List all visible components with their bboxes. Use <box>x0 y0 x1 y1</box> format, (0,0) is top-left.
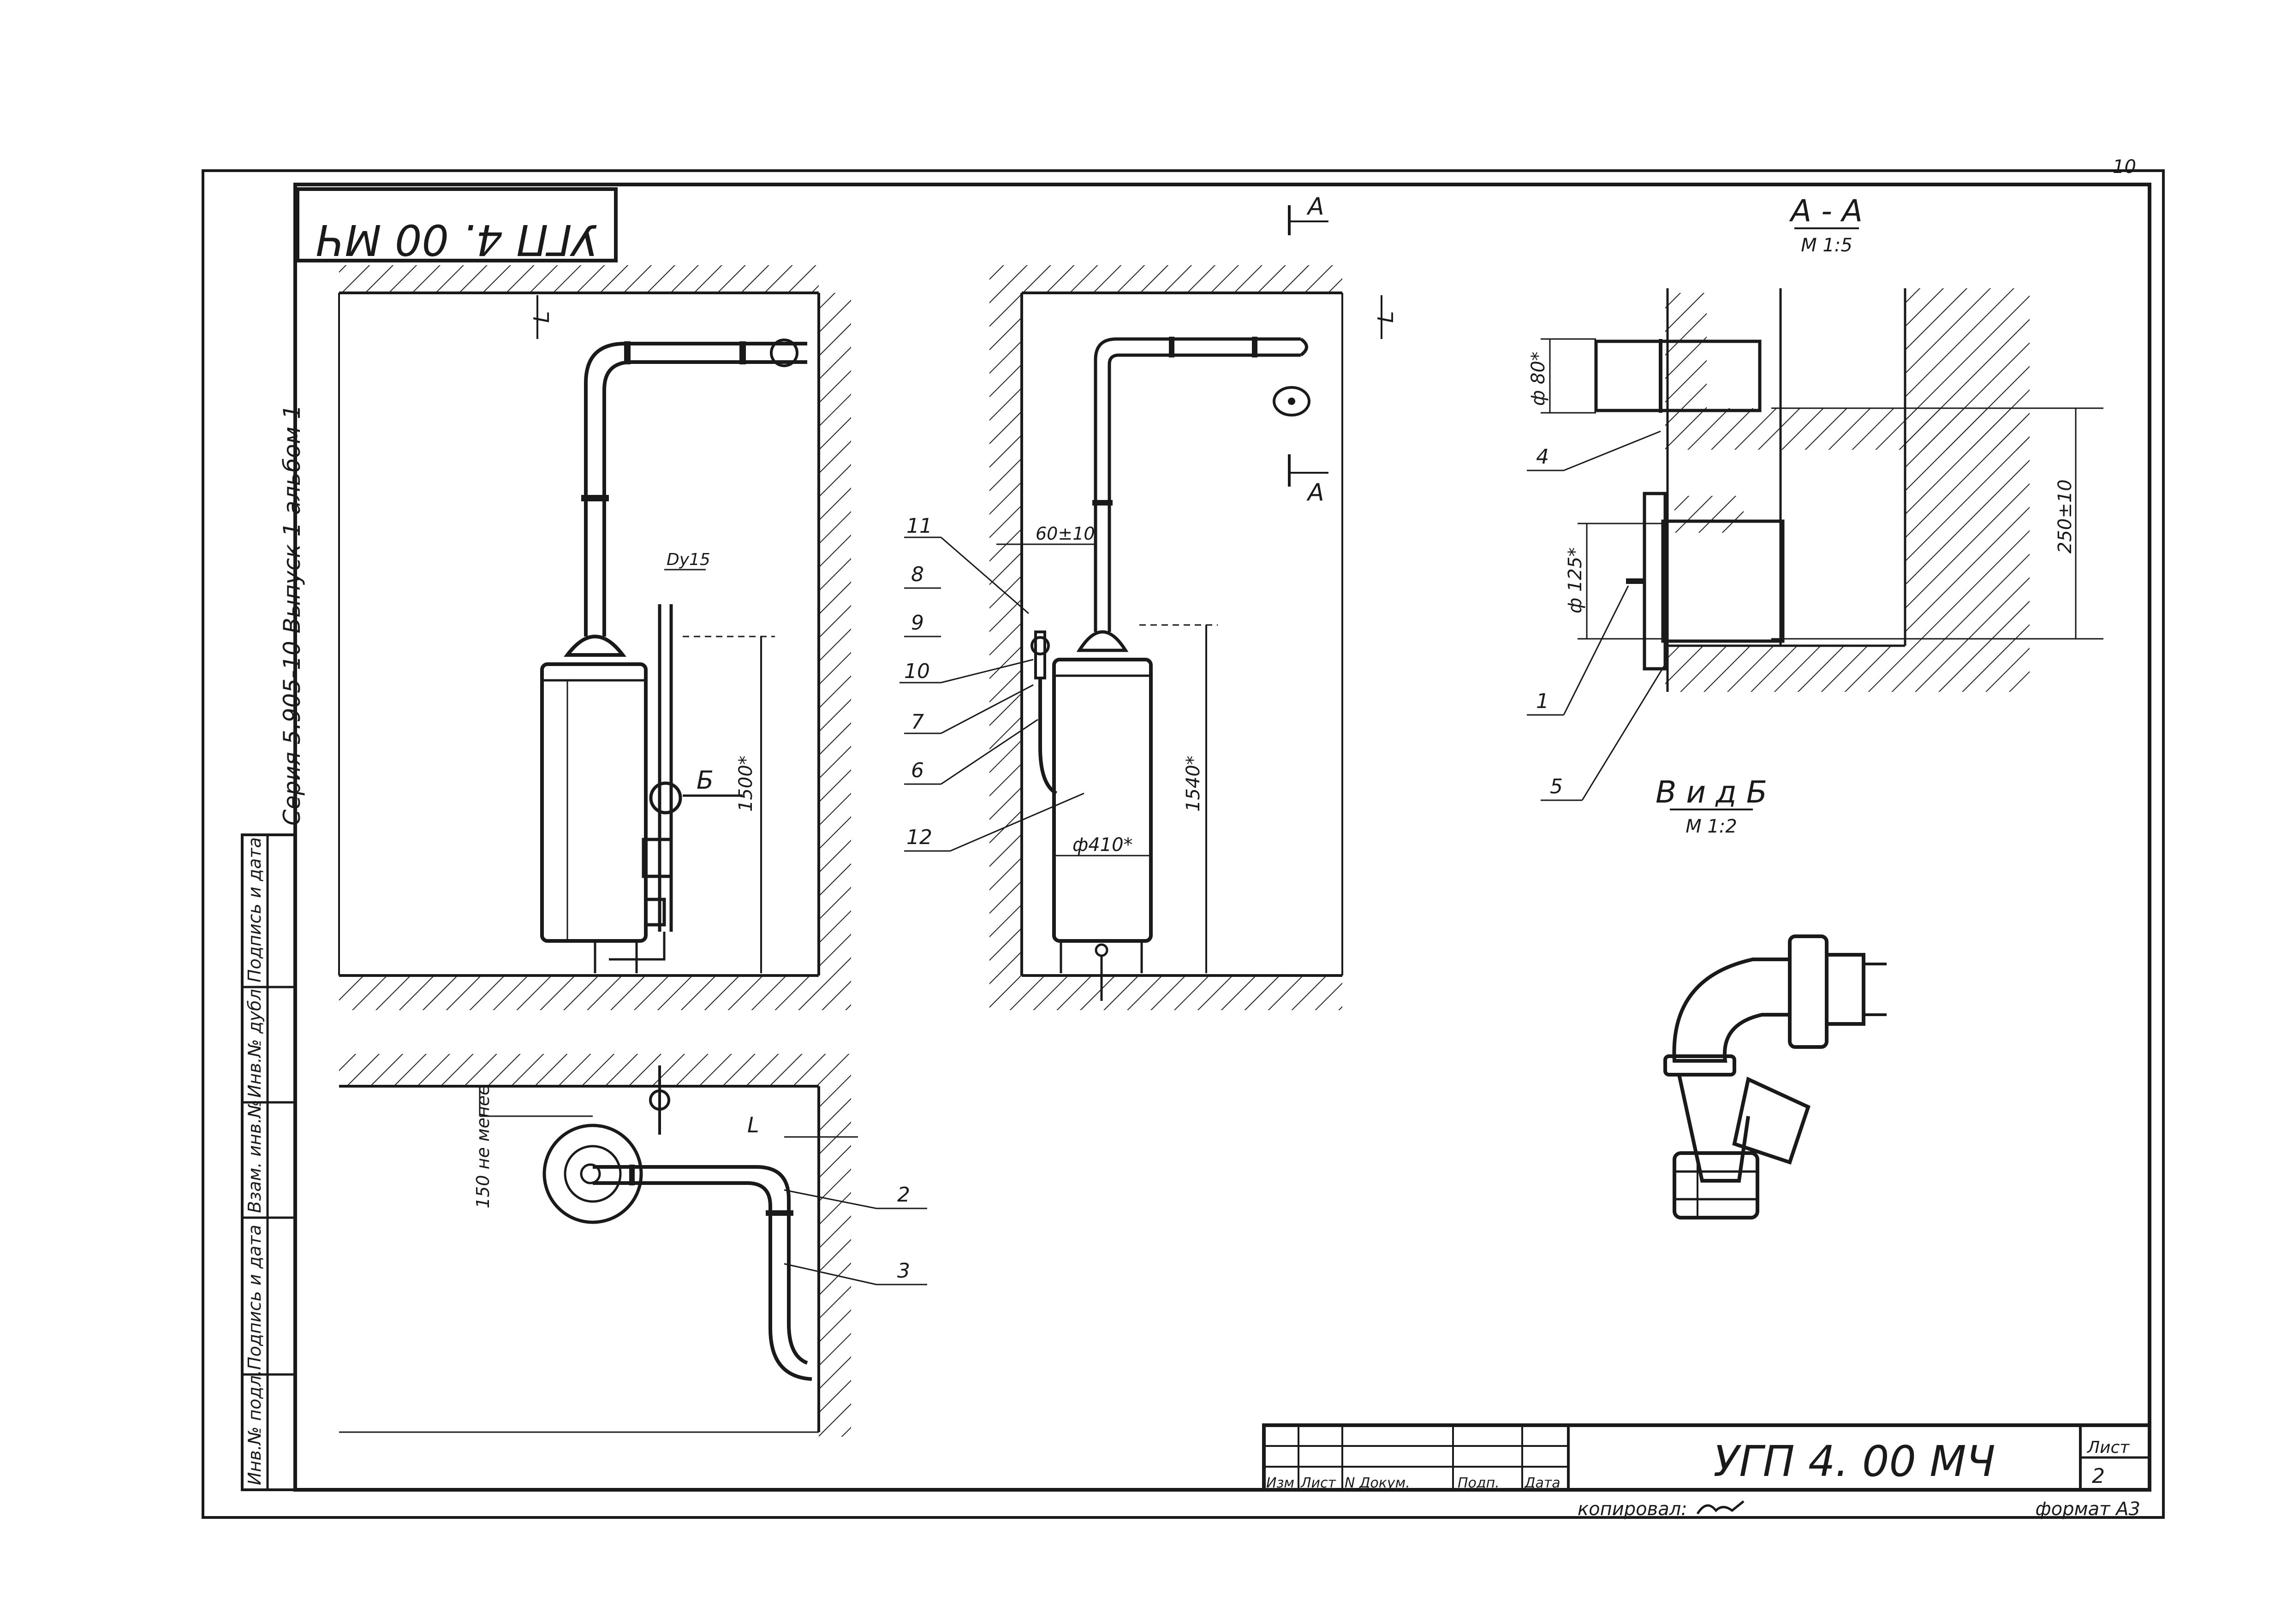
callouts-section: 4 1 5 <box>1527 430 1666 801</box>
margin-cell-2: Инв.№ дубл. <box>244 983 265 1098</box>
format-label: формат А3 <box>2035 1499 2140 1520</box>
callout-10: 10 <box>904 660 930 683</box>
view-b-marker: Б <box>697 766 714 795</box>
corner-sheet-number: 10 <box>2113 156 2136 178</box>
tb-sheet-value: 2 <box>2092 1464 2105 1488</box>
callout-3: 3 <box>897 1259 910 1283</box>
cut-a-bottom: А <box>1306 479 1324 506</box>
copier-signature <box>1696 1500 1745 1515</box>
rotated-stamp-code: УГП 4. 00 МЧ <box>316 215 598 264</box>
tb-code: УГП 4. 00 МЧ <box>1713 1437 1995 1486</box>
callout-6: 6 <box>911 759 924 782</box>
rotated-stamp: УГП 4. 00 МЧ <box>296 187 618 264</box>
left-elevation-view: 1500* L Dу15 Б <box>338 265 851 1010</box>
section-aa-title: А - А <box>1789 193 1863 229</box>
tb-sheet-label: Лист <box>2086 1438 2130 1457</box>
sheet-frame <box>202 169 2165 1519</box>
callout-2: 2 <box>897 1183 910 1207</box>
dim-l-plan: L <box>747 1112 759 1137</box>
margin-cell-5: Инв.№ подл. <box>244 1370 265 1485</box>
series-text: Серия 5.905-10 Выпуск 1 альбом 1 <box>279 405 305 826</box>
callouts-middle: 11 8 9 10 7 6 12 <box>899 514 1084 852</box>
callout-9: 9 <box>911 611 924 635</box>
callout-8: 8 <box>911 563 924 586</box>
dim-dy15: Dу15 <box>667 550 710 569</box>
callout-4: 4 <box>1536 445 1549 469</box>
copied-label: копировал: <box>1578 1499 1687 1520</box>
dim-l-left: L <box>529 311 554 323</box>
tb-header-list: Лист <box>1300 1475 1337 1491</box>
view-b-title: В и д Б <box>1656 774 1767 810</box>
cut-a-top: А <box>1306 193 1324 220</box>
callouts-plan: 2 3 <box>784 1183 927 1285</box>
section-aa: А - А М 1:5 ф 80* ф 125* 250±10 <box>1528 193 2103 692</box>
dim-60: 60±10 <box>1036 523 1095 544</box>
callout-1: 1 <box>1536 690 1549 713</box>
margin-cell-4: Подпись и дата <box>244 1225 265 1370</box>
section-aa-scale: М 1:5 <box>1801 235 1852 256</box>
dim-l-middle: L <box>1373 311 1398 323</box>
view-b: В и д Б М 1:2 <box>1656 774 1887 1219</box>
dim-250: 250±10 <box>2055 479 2076 553</box>
tb-header-sign: Подп. <box>1458 1475 1500 1491</box>
left-margin-table: Подпись и дата Инв.№ дубл. Взам. инв.№ П… <box>241 833 297 1491</box>
callout-12: 12 <box>906 826 932 849</box>
title-block: Изм Лист N Докум. Подп. Дата УГП 4. 00 М… <box>1262 1423 2151 1492</box>
callout-11: 11 <box>906 514 932 538</box>
dim-125: ф 125* <box>1565 547 1586 613</box>
dim-150: 150 не менее <box>473 1084 493 1208</box>
callout-7: 7 <box>911 710 924 734</box>
margin-cell-3: Взам. инв.№ <box>244 1100 265 1213</box>
plan-view: 150 не менее L <box>339 1054 858 1437</box>
tb-header-date: Дата <box>1524 1475 1560 1491</box>
dim-410: ф410* <box>1072 834 1133 856</box>
dim-1540: 1540* <box>1183 755 1204 812</box>
callout-5: 5 <box>1550 775 1563 798</box>
dim-80: ф 80* <box>1528 351 1549 406</box>
margin-cell-1: Подпись и дата <box>244 837 265 982</box>
dim-1500: 1500* <box>735 755 756 812</box>
view-b-scale: М 1:2 <box>1686 816 1737 837</box>
tb-header-izm: Изм <box>1266 1475 1294 1491</box>
tb-header-doc: N Докум. <box>1345 1475 1410 1491</box>
middle-elevation-view: 1540* ф410* 60±10 L А А <box>989 193 1398 1010</box>
